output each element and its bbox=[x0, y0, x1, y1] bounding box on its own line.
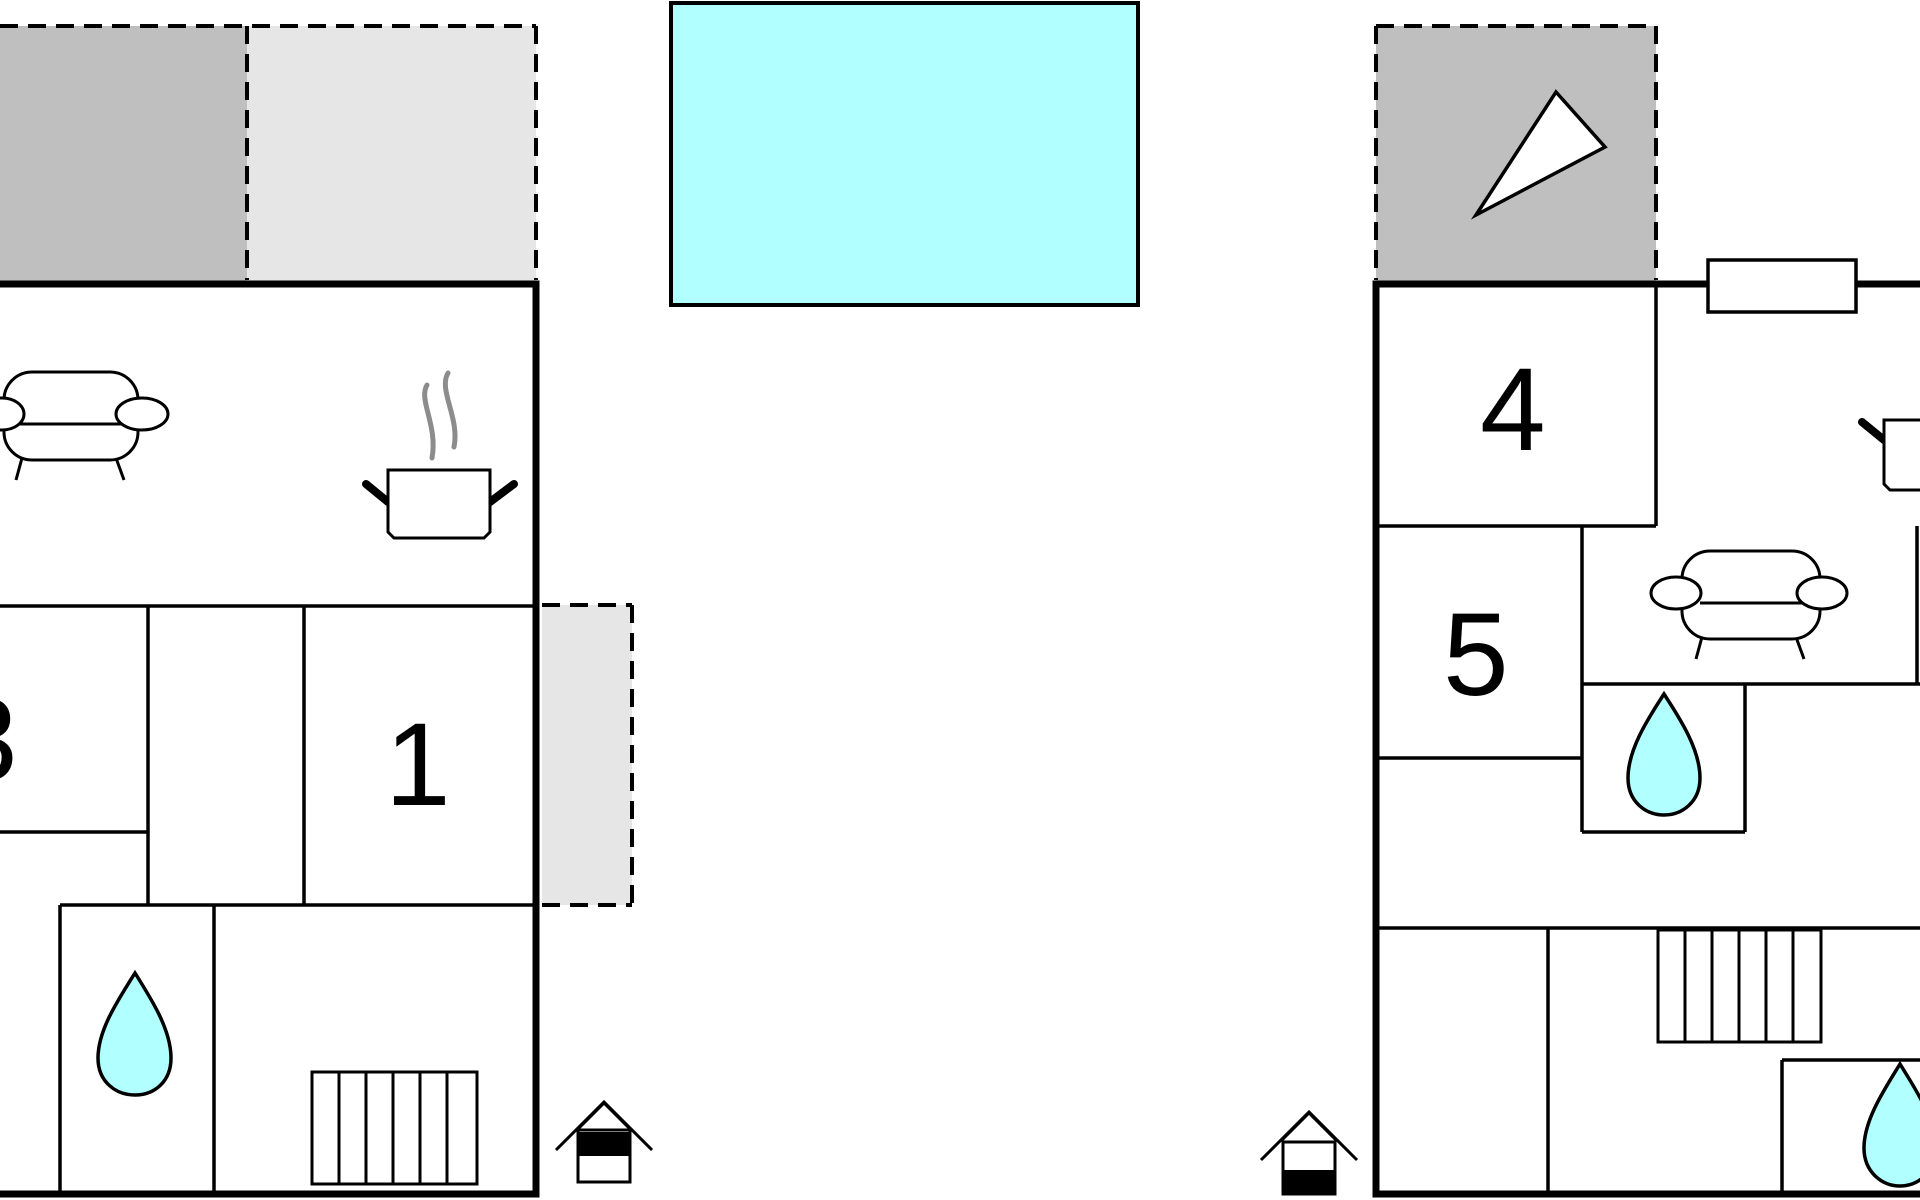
sofa-icon bbox=[0, 370, 170, 481]
room-number-4: 4 bbox=[1480, 344, 1546, 476]
left-interior-walls bbox=[0, 604, 536, 1194]
right-exterior-wall bbox=[1372, 280, 1920, 1198]
room-number-3: 3 bbox=[0, 674, 18, 806]
radiator-icon bbox=[310, 1070, 479, 1186]
terrace-side-left bbox=[542, 605, 632, 905]
terrace-left-dashed-border bbox=[0, 24, 538, 280]
room-number-5: 5 bbox=[1443, 589, 1509, 721]
terrace-right-dashed-border bbox=[1374, 24, 1658, 280]
water-drop-icon bbox=[1862, 1060, 1920, 1188]
left-unit: 3 1 bbox=[0, 24, 654, 1198]
terrace-dark-left bbox=[0, 26, 247, 284]
left-exterior-wall bbox=[0, 280, 540, 1198]
sofa-icon bbox=[1649, 549, 1849, 660]
cooking-pot-icon bbox=[1858, 418, 1920, 492]
water-drop-icon bbox=[1626, 690, 1702, 817]
cooking-pot-icon bbox=[362, 370, 518, 540]
terrace-light-left bbox=[247, 26, 536, 284]
right-unit: 4 5 bbox=[1259, 24, 1920, 1198]
house-entrance-icon bbox=[554, 1099, 654, 1184]
sail-triangle-icon bbox=[1470, 89, 1608, 220]
room-number-1: 1 bbox=[385, 699, 451, 831]
terrace-side-dashed-border bbox=[542, 603, 634, 907]
radiator-icon bbox=[1656, 928, 1823, 1044]
swimming-pool bbox=[669, 1, 1140, 307]
right-interior-walls bbox=[1376, 284, 1920, 1194]
window bbox=[1706, 258, 1858, 314]
water-drop-icon bbox=[96, 969, 173, 1097]
house-entrance-icon bbox=[1259, 1109, 1359, 1196]
